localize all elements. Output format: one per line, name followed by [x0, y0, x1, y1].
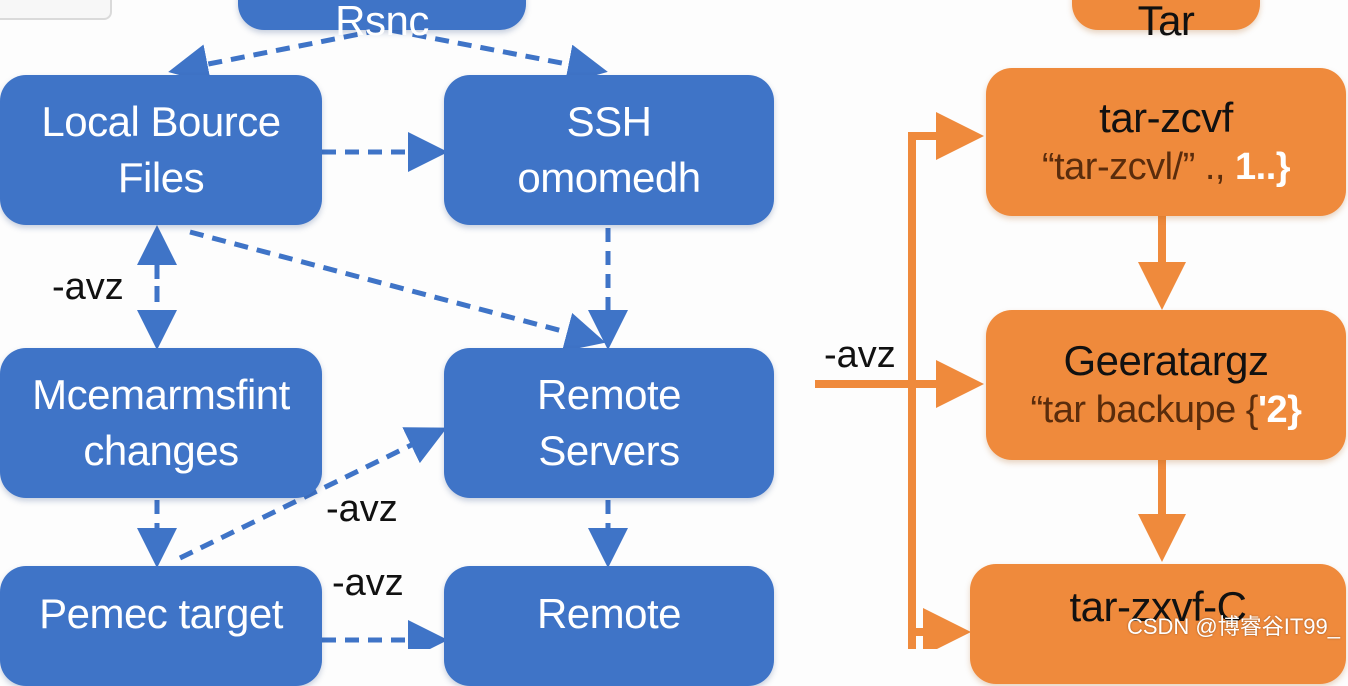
node-generate-subtitle: “tar backupe {'2}: [1031, 386, 1302, 434]
node-remote-servers: Remote Servers: [444, 348, 774, 498]
node-ssh-line1: SSH: [566, 98, 652, 145]
node-tar-label: Tar: [1137, 0, 1195, 44]
edge-label-target-remote: -avz: [332, 562, 404, 604]
window-corner-frame: [0, 0, 112, 20]
watermark: CSDN @博睿谷IT99_: [1126, 614, 1340, 639]
node-target: Pemec target: [0, 566, 322, 686]
edge-rsnc-to-local: [168, 27, 381, 84]
node-changes-line2: changes: [83, 427, 239, 474]
node-remote-servers-line1: Remote: [536, 371, 682, 418]
node-target-line1: Pemec target: [39, 590, 283, 637]
edge-rsnc-to-ssh: [389, 27, 608, 84]
edge-label-entry: -avz: [824, 334, 896, 376]
node-generate-subtitle-highlight: '2}: [1258, 389, 1302, 431]
node-remote-bottom-line1: Remote: [536, 590, 682, 637]
node-rsnc: Rsnc: [238, 0, 526, 42]
node-local-source-files: Local Bource Files: [0, 75, 322, 225]
node-local-source-line2: Files: [117, 154, 205, 201]
node-tar-zcvf-title: tar-zcvf: [1099, 94, 1233, 141]
connector-layer: [137, 27, 1186, 649]
node-remote-servers-line2: Servers: [538, 427, 680, 474]
edge-local-to-remote-servers: [189, 229, 606, 352]
node-rsnc-label: Rsnc: [335, 0, 429, 44]
node-ssh-line2: omomedh: [517, 154, 701, 201]
node-tar-zcvf-subtitle-text: “tar-zcvl/” .,: [1041, 146, 1235, 188]
node-tar: Tar: [1072, 0, 1260, 42]
edge-label-changes-remote: -avz: [326, 488, 398, 530]
node-tar-zcvf-subtitle: “tar-zcvl/” ., 1..}: [1041, 143, 1291, 191]
node-generate-targz: Geeratargz “tar backupe {'2}: [986, 310, 1346, 460]
node-tar-zcvf: tar-zcvf “tar-zcvl/” ., 1..}: [986, 68, 1346, 216]
node-generate-title: Geeratargz: [1063, 337, 1269, 384]
node-local-source-line1: Local Bource: [41, 98, 281, 145]
edge-label-local-changes: -avz: [52, 266, 124, 308]
node-tar-zxvf-title: tar-zxvf-C: [1069, 583, 1248, 630]
node-changes: Mcemarmsfint changes: [0, 348, 322, 498]
node-changes-line1: Mcemarmsfint: [32, 371, 290, 418]
node-ssh: SSH omomedh: [444, 75, 774, 225]
node-generate-subtitle-text: “tar backupe {: [1030, 389, 1259, 431]
node-tar-zcvf-subtitle-highlight: 1..}: [1235, 146, 1291, 188]
edge-target-to-remote-servers: [178, 427, 447, 561]
node-remote-bottom: Remote: [444, 566, 774, 686]
